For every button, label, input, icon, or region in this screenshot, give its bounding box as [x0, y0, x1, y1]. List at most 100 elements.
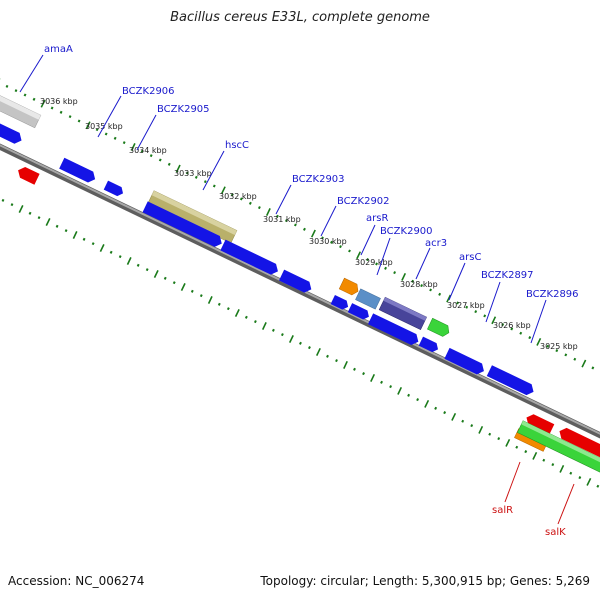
minor-tick — [163, 276, 167, 280]
minor-tick — [55, 224, 59, 228]
minor-tick — [519, 331, 523, 335]
minor-tick — [293, 223, 297, 227]
kbp-label: 3026 kbp — [493, 321, 531, 330]
minor-tick — [303, 227, 306, 231]
major-tick — [265, 208, 271, 216]
salK-callout — [557, 483, 575, 525]
major-tick — [491, 316, 497, 325]
minor-tick — [122, 141, 126, 145]
major-tick — [315, 347, 321, 356]
gene-label-BCZK2906[interactable]: BCZK2906 — [122, 86, 175, 97]
minor-tick — [14, 89, 18, 93]
red-gene-small[interactable] — [15, 165, 40, 185]
major-tick — [72, 231, 78, 239]
kbp-label: 3033 kbp — [174, 169, 212, 178]
minor-tick — [578, 476, 582, 480]
arsC-callout — [448, 262, 466, 301]
gene-label-salR[interactable]: salR — [492, 505, 513, 516]
gene-label-amaA[interactable]: amaA — [44, 44, 73, 55]
gene-label-acr3[interactable]: acr3 — [425, 238, 447, 249]
amaA-gene[interactable] — [0, 88, 42, 129]
minor-tick — [393, 271, 397, 275]
minor-tick — [82, 237, 86, 241]
gene-arrow-3030[interactable] — [330, 295, 351, 311]
major-tick — [478, 425, 484, 434]
minor-tick — [226, 307, 230, 311]
BCZK2903-gene[interactable] — [142, 201, 225, 249]
kbp-label: 3036 kbp — [40, 97, 78, 106]
gene-label-BCZK2897[interactable]: BCZK2897 — [481, 270, 534, 281]
minor-tick — [335, 359, 338, 363]
minor-tick — [483, 314, 487, 318]
minor-tick — [140, 149, 144, 153]
topology-text: Topology: circular; Length: 5,300,915 bp… — [260, 574, 590, 588]
minor-tick — [308, 346, 311, 350]
major-tick — [234, 309, 240, 317]
gene-label-arsR[interactable]: arsR — [366, 213, 388, 224]
major-tick — [532, 451, 538, 460]
minor-tick — [118, 255, 122, 259]
minor-tick — [28, 211, 32, 215]
arsR-gene[interactable] — [355, 288, 381, 310]
minor-tick — [158, 158, 162, 162]
minor-tick — [596, 484, 600, 488]
red-gene-right[interactable] — [524, 412, 555, 436]
minor-tick — [456, 301, 460, 305]
BCZK2900-gene[interactable] — [378, 296, 427, 331]
gene-arrow-3031[interactable] — [278, 269, 314, 295]
red-gene-edge[interactable] — [557, 426, 600, 461]
minor-tick — [113, 136, 117, 140]
minor-tick — [564, 353, 568, 357]
acr3-gene[interactable] — [427, 317, 451, 338]
accession-text: Accession: NC_006274 — [8, 574, 145, 588]
minor-tick — [326, 354, 329, 358]
gene-label-BCZK2902[interactable]: BCZK2902 — [337, 196, 390, 207]
gene-label-BCZK2905[interactable]: BCZK2905 — [157, 104, 210, 115]
gene-label-salK[interactable]: salK — [545, 527, 566, 538]
BCZK2897-gene[interactable] — [444, 347, 486, 377]
kbp-label: 3029 kbp — [355, 258, 393, 267]
major-tick — [207, 296, 213, 304]
gene-arrow-3028[interactable] — [367, 313, 421, 347]
BCZK2905-gene[interactable] — [59, 157, 98, 185]
BCZK2902-gene[interactable] — [338, 277, 360, 297]
major-tick — [40, 99, 46, 108]
gene-label-BCZK2896[interactable]: BCZK2896 — [526, 289, 579, 300]
minor-tick — [172, 281, 176, 285]
major-tick — [446, 294, 452, 303]
minor-tick — [375, 262, 378, 266]
arsR-callout — [360, 224, 376, 256]
gene-label-BCZK2900[interactable]: BCZK2900 — [380, 226, 433, 237]
minor-tick — [321, 236, 324, 240]
gene-label-BCZK2903[interactable]: BCZK2903 — [292, 174, 345, 185]
minor-tick — [59, 110, 63, 114]
minor-tick — [443, 411, 447, 415]
minor-tick — [407, 393, 411, 397]
minor-tick — [91, 242, 95, 246]
salR-callout — [504, 461, 521, 503]
kbp-label: 3031 kbp — [263, 215, 301, 224]
major-tick — [153, 270, 159, 278]
gene-arrow-mid[interactable] — [220, 239, 280, 277]
BCZK2906-gene[interactable] — [0, 122, 24, 146]
gene-label-arsC[interactable]: arsC — [459, 252, 481, 263]
BCZK2896-gene[interactable] — [486, 365, 536, 397]
minor-tick — [542, 458, 546, 462]
gene-label-hscC[interactable]: hscC — [225, 140, 249, 151]
major-tick — [505, 438, 511, 447]
salK-gene[interactable] — [517, 420, 600, 481]
map-title: Bacillus cereus E33L, complete genome — [170, 10, 430, 25]
gene-arrow-3029[interactable] — [347, 303, 371, 321]
minor-tick — [217, 302, 221, 306]
arsC-gene[interactable] — [418, 336, 440, 354]
gene-arrow-small[interactable] — [103, 180, 125, 198]
minor-tick — [239, 197, 243, 201]
minor-tick — [551, 463, 555, 467]
minor-tick — [488, 432, 492, 436]
major-tick — [401, 272, 407, 281]
minor-tick — [23, 93, 27, 97]
minor-tick — [5, 84, 9, 88]
major-tick — [18, 205, 24, 213]
minor-tick — [271, 328, 275, 332]
